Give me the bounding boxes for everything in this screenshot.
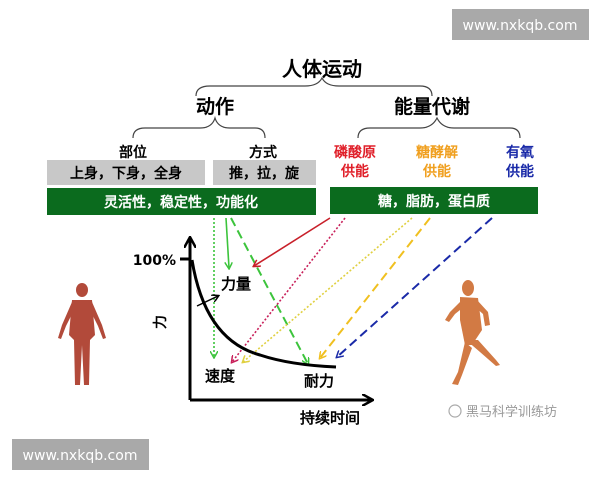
green-solid-arrow xyxy=(226,217,229,268)
metabolism-heading: 能量代谢 xyxy=(394,95,470,118)
running-anatomy-figure xyxy=(445,280,500,385)
mode-label: 方式 xyxy=(249,144,277,161)
y-tick-label: 100% xyxy=(133,253,176,269)
mode-value: 推，拉，旋 xyxy=(229,165,300,182)
glycolysis-line1: 糖酵解 xyxy=(416,144,458,161)
yellow-dashed-arrow xyxy=(320,217,431,358)
movement-brace xyxy=(132,115,266,139)
part-label: 部位 xyxy=(119,144,147,161)
movement-bar xyxy=(47,188,316,215)
aerobic-line2: 供能 xyxy=(505,163,534,180)
part-box xyxy=(47,160,205,185)
metabolism-bar-text: 糖，脂肪，蛋白质 xyxy=(378,193,490,210)
blue-dashed-arrow xyxy=(337,217,493,357)
top-brace xyxy=(195,76,433,97)
watermark-bottom-box xyxy=(12,439,149,470)
force-duration-curve xyxy=(190,259,337,369)
strength-label: 力量 xyxy=(221,275,251,293)
part-value: 上身，下身，全身 xyxy=(70,165,182,182)
glycolysis-line2: 供能 xyxy=(422,163,451,180)
brand-watermark: 黑马科学训练坊 xyxy=(466,404,557,420)
y-axis-label: 力 xyxy=(152,315,169,329)
red-dotted-arrow xyxy=(232,217,346,362)
yellow-dotted-arrow xyxy=(243,217,413,362)
wechat-icon xyxy=(448,404,462,418)
watermark-top-box xyxy=(452,9,589,40)
metabolism-brace xyxy=(357,116,521,139)
phosphagen-line1: 磷酸原 xyxy=(334,144,376,161)
red-solid-arrow xyxy=(254,217,331,266)
x-axis-label: 持续时间 xyxy=(300,409,360,427)
speed-label: 速度 xyxy=(205,367,236,385)
small-arrow xyxy=(196,296,218,307)
watermark-top: www.nxkqb.com xyxy=(463,18,578,34)
aerobic-line1: 有氧 xyxy=(506,144,534,161)
movement-heading: 动作 xyxy=(196,95,234,118)
phosphagen-line2: 供能 xyxy=(340,163,369,180)
mode-box xyxy=(213,160,316,185)
movement-bar-text: 灵活性，稳定性，功能化 xyxy=(104,194,258,211)
watermark-bottom: www.nxkqb.com xyxy=(23,448,138,464)
standing-anatomy-figure xyxy=(58,283,106,385)
endurance-label: 耐力 xyxy=(304,372,334,390)
metabolism-bar xyxy=(330,187,538,214)
